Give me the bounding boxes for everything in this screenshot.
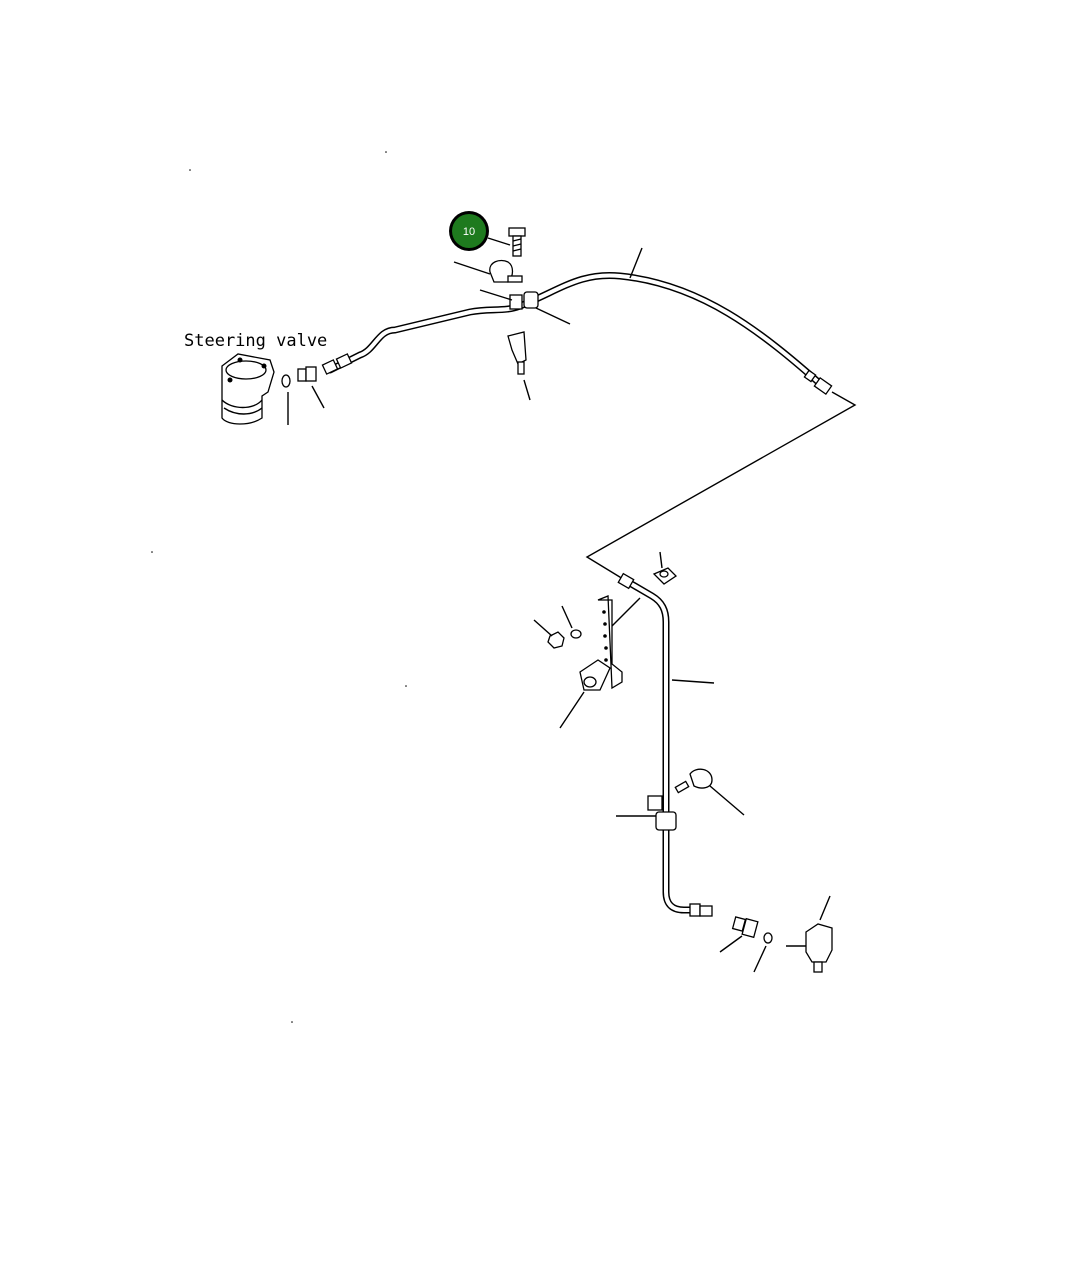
leader-line [709,785,745,816]
leader-line [559,691,585,729]
leader-line [487,237,511,246]
clamp-on-hose-icon [509,291,539,310]
leader-line [611,597,641,627]
leader-line [479,289,513,301]
speck [151,551,153,553]
bracket-bolt-icon [583,676,597,688]
speck [385,151,387,153]
leader-line [629,247,643,279]
continuation-line [585,391,857,583]
steering-valve-icon [221,353,275,425]
leader-line [659,551,663,569]
hose-fitting-left [321,353,353,375]
tube-fitting-top [617,572,635,590]
speck [291,1021,293,1023]
leader-line [453,261,491,275]
tube-fitting-bottom [689,903,713,917]
bottom-o-ring-icon [763,932,773,944]
speck [189,169,191,171]
leader-line [819,895,831,921]
leader-line [311,385,325,409]
callout-badge[interactable]: 10 [449,211,489,251]
adapter-fitting-icon [297,366,317,382]
leader-line [523,379,531,401]
leader-line [753,945,767,973]
speck [405,685,407,687]
bottom-valve-icon [786,923,833,973]
bottom-adapter-icon [731,916,759,939]
bolt-icon [508,227,526,257]
clamp-icon [489,259,523,283]
callout-number: 10 [463,226,475,238]
lower-bolt-icon [674,768,713,794]
leader-line [671,679,715,684]
leader-line [561,605,573,629]
leader-line [533,619,553,637]
lower-clamp-icon [647,795,677,831]
mounting-bracket-icon [579,595,623,691]
steering-valve-label: Steering valve [184,331,327,351]
bracket-icon [507,331,527,375]
upper-hose [326,271,829,392]
leader-line [719,935,743,953]
clip-icon [652,567,678,585]
leader-line [535,307,571,325]
washer-icon [570,629,582,639]
lower-tube [624,578,704,914]
o-ring-icon [281,374,291,388]
hose-fitting-right [803,369,833,396]
